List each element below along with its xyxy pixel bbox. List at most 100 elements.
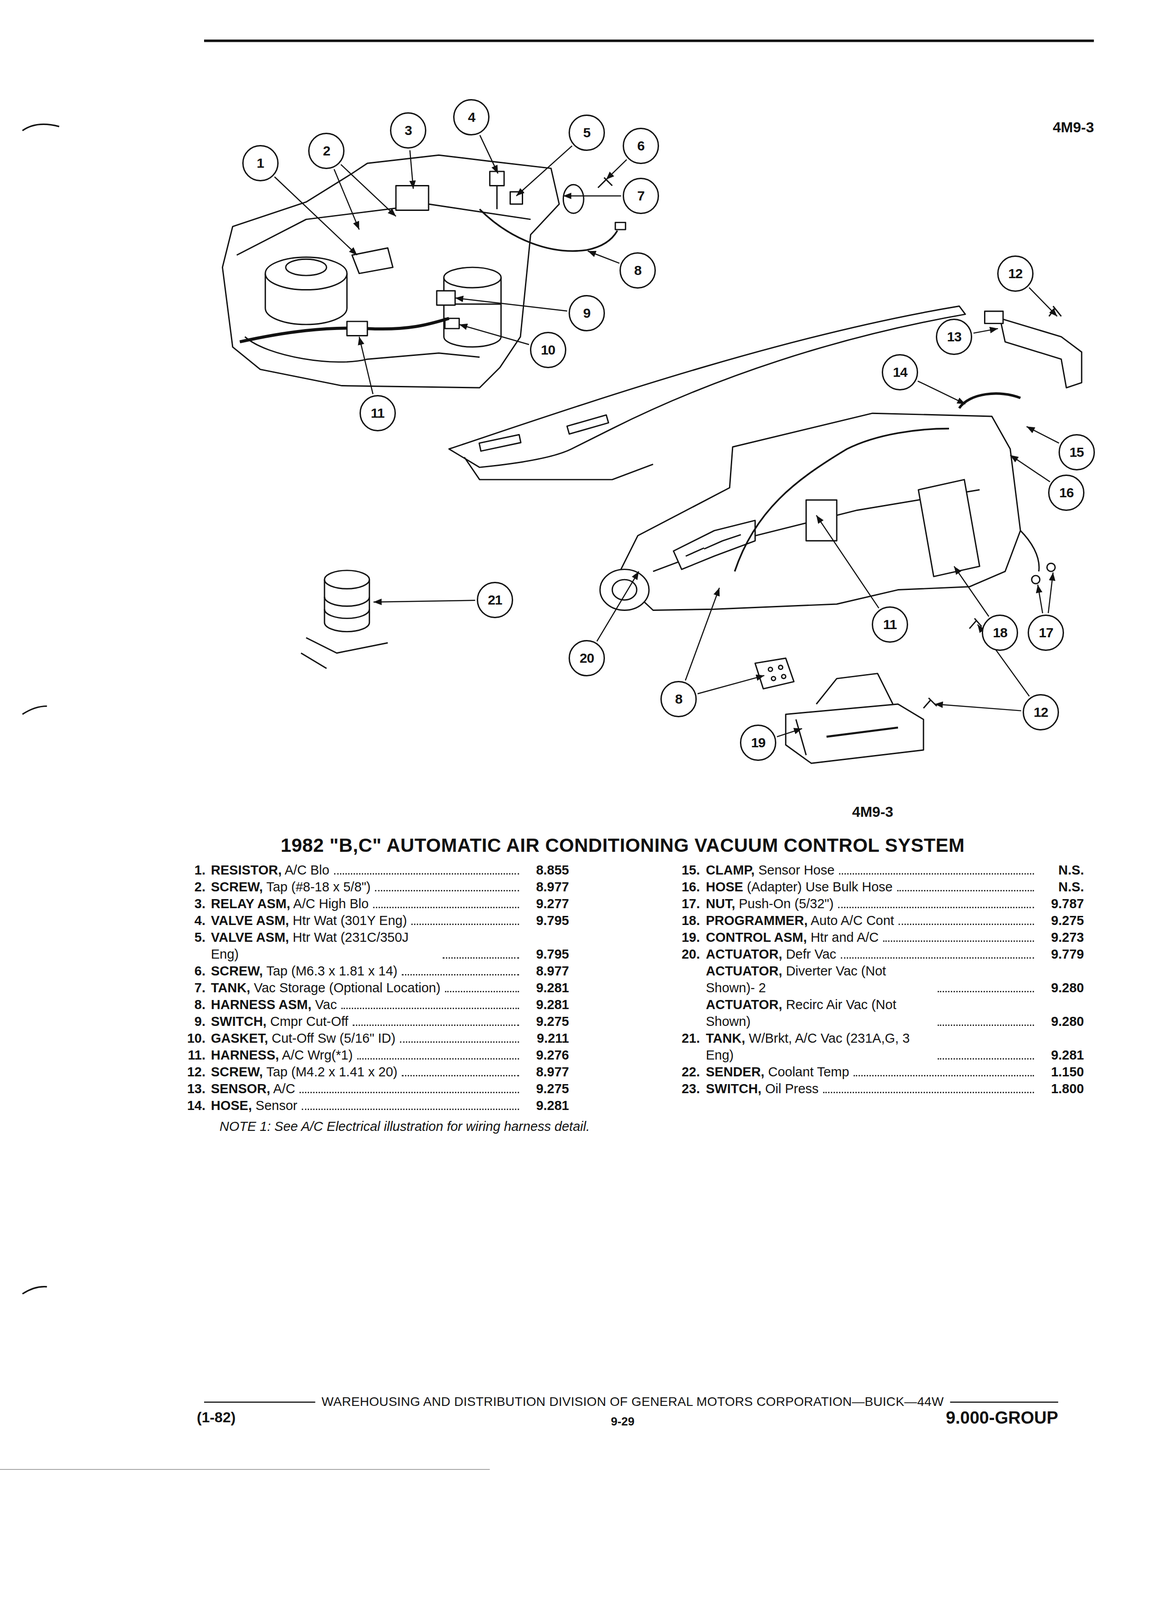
vacuum-tank-drawing: [324, 570, 370, 589]
heater-case-drawing: [352, 248, 394, 274]
leader-line: [340, 164, 396, 217]
control-head-drawing: [778, 665, 783, 670]
group-code: N.S.: [1038, 861, 1085, 879]
item-number: 9.: [169, 1013, 206, 1030]
callout-circle: 6: [622, 127, 660, 165]
callout-circle: 12: [997, 255, 1034, 292]
callout-number: 2: [323, 144, 331, 158]
group-code: 8.855: [523, 861, 570, 879]
heater-case-drawing: [346, 321, 368, 336]
control-head-drawing: [816, 673, 893, 705]
sensor-drawing: [984, 311, 1004, 324]
part-name-rest: Tap (#8-18 x 5/8"): [262, 879, 371, 895]
part-name-bold: HOSE,: [210, 1098, 252, 1113]
leader-line: [459, 324, 530, 345]
parts-list-line: ACTUATOR, Recirc Air Vac (Not Shown)9.28…: [705, 996, 1085, 1030]
leader-line: [697, 675, 765, 694]
item-number: 18.: [663, 912, 700, 930]
leader-line: [973, 328, 999, 334]
parts-list-line: VALVE ASM, Htr Wat (231C/350J Eng)9.795: [210, 929, 570, 963]
heater-case-drawing: [615, 222, 626, 230]
leader-line: [954, 566, 989, 617]
callout-number: 11: [370, 406, 385, 420]
callout-number: 10: [540, 343, 555, 357]
diagram-title: 1982 "B,C" AUTOMATIC AIR CONDITIONING VA…: [280, 834, 965, 857]
page-rule: [0, 1468, 490, 1470]
revision-date: (1-82): [196, 1408, 236, 1426]
part-name-bold: TANK,: [705, 1030, 745, 1046]
part-name: CONTROL ASM, Htr and A/C: [705, 929, 879, 946]
part-name-rest: Defr Vac: [782, 946, 837, 962]
callout-number: 14: [893, 365, 908, 380]
part-name-bold: ACTUATOR,: [705, 963, 783, 979]
callout-number: 21: [487, 593, 502, 607]
heater-case-drawing: [285, 259, 327, 276]
part-name-bold: RELAY ASM,: [210, 896, 291, 911]
control-head-drawing: [826, 727, 899, 737]
footnote: NOTE 1: See A/C Electrical illustration …: [219, 1119, 590, 1135]
item-number: 15.: [663, 861, 700, 879]
hvac-module-drawing: [599, 569, 650, 611]
callout-number: 13: [946, 329, 961, 344]
part-name-rest: A/C Blo: [281, 862, 330, 878]
parts-list-line: SENDER, Coolant Temp1.150: [705, 1063, 1085, 1081]
page-rule: [22, 705, 47, 715]
hvac-module-drawing: [734, 428, 949, 572]
item-number: 17.: [663, 895, 700, 913]
part-name: HARNESS ASM, Vac: [210, 996, 337, 1014]
part-name: ACTUATOR, Defr Vac: [705, 945, 837, 963]
leader-line: [373, 600, 476, 603]
part-name-rest: Push-On (5/32"): [734, 896, 834, 911]
part-name-bold: ACTUATOR,: [705, 997, 783, 1012]
part-name-bold: TANK,: [210, 980, 250, 995]
leader-line: [685, 587, 720, 681]
callout-circle: 11: [359, 394, 396, 432]
dot-leader: [334, 872, 520, 875]
dot-leader: [937, 1057, 1035, 1060]
leader-line: [917, 380, 966, 405]
group-code: 8.977: [523, 1063, 570, 1081]
page-rule: [0, 40, 1095, 1470]
parts-list-line: CLAMP, Sensor HoseN.S.: [705, 861, 1085, 879]
control-head-drawing: [771, 676, 776, 681]
part-name-bold: SCREW,: [210, 963, 263, 979]
parts-list-line: SENSOR, A/C9.275: [210, 1080, 570, 1098]
leader-line: [409, 150, 414, 190]
vacuum-tank-drawing: [300, 570, 388, 669]
part-name-bold: RESISTOR,: [210, 862, 282, 878]
part-name: SCREW, Tap (M4.2 x 1.41 x 20): [210, 1063, 398, 1081]
group-code: 9.211: [523, 1029, 570, 1047]
page-rule: [204, 39, 1095, 42]
callout-circle: 18: [981, 614, 1019, 651]
dot-leader: [341, 1007, 520, 1010]
part-name: RESISTOR, A/C Blo: [210, 861, 330, 879]
callout-number: 3: [404, 123, 412, 138]
parts-list-line: SWITCH, Oil Press1.800: [705, 1080, 1085, 1098]
control-head-drawing: [923, 698, 937, 709]
parts-list-line: ACTUATOR, Defr Vac 9.779: [705, 945, 1085, 963]
heater-case-drawing: [598, 177, 613, 188]
heater-case-drawing: [496, 185, 498, 210]
part-name-rest: Sensor Hose: [754, 862, 835, 878]
callout-circle: 8: [619, 252, 656, 289]
hvac-module-drawing: [612, 579, 637, 600]
part-name-bold: GASKET,: [210, 1030, 269, 1046]
group-code: 9.281: [523, 1097, 570, 1115]
parts-list-line: SCREW, Tap (M6.3 x 1.81 x 14)8.977: [210, 962, 570, 980]
figure-number: 4M9-3: [1052, 119, 1095, 136]
group-code: 9.779: [1038, 945, 1085, 963]
leader-line: [274, 176, 358, 255]
vacuum-tank-drawing: [324, 596, 370, 619]
group-number: 9.000-GROUP: [945, 1408, 1059, 1428]
callout-number: 6: [637, 139, 645, 153]
item-number: 14.: [169, 1097, 206, 1115]
part-name: ACTUATOR, Recirc Air Vac (Not Shown): [705, 996, 934, 1030]
part-name: SENSOR, A/C: [210, 1080, 295, 1098]
hvac-module-drawing: [673, 520, 756, 570]
leader-line: [1037, 584, 1043, 614]
callout-number: 16: [1059, 485, 1074, 500]
callout-circle: 11: [871, 606, 909, 643]
control-head-drawing: [754, 658, 937, 764]
callout-circle: 1: [242, 144, 279, 182]
part-name-bold: SCREW,: [210, 1064, 263, 1080]
